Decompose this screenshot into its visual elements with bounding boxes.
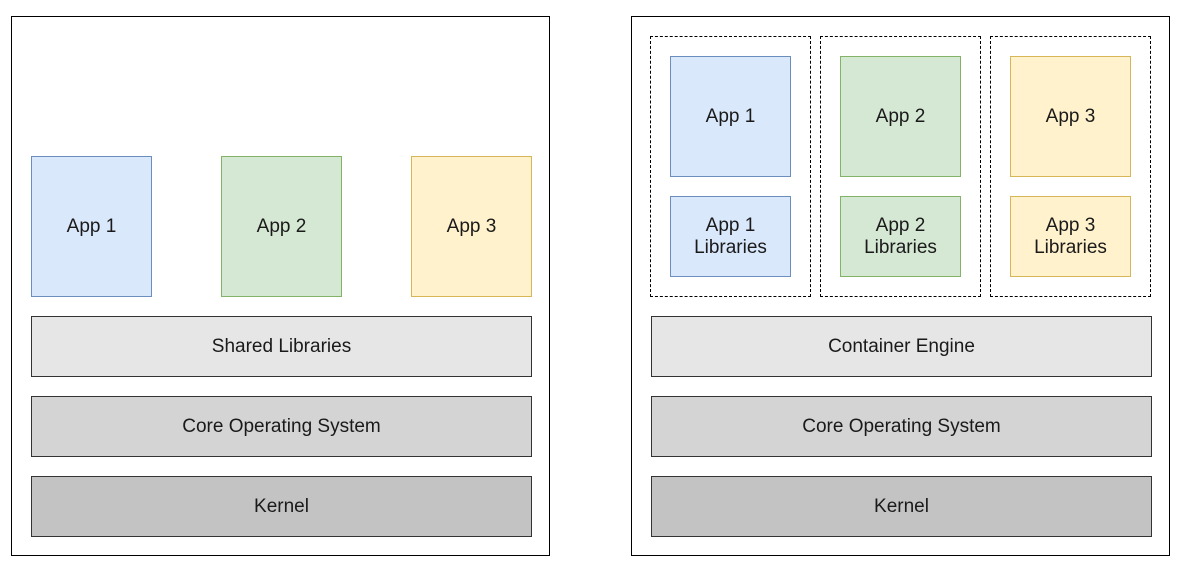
right-app-2-libraries-label: App 2 Libraries	[864, 214, 937, 258]
left-shared-libraries-layer: Shared Libraries	[31, 316, 532, 377]
right-app-3-libraries-box: App 3 Libraries	[1010, 196, 1131, 277]
right-container-engine-layer: Container Engine	[651, 316, 1152, 377]
right-app-3-libraries-label: App 3 Libraries	[1034, 214, 1107, 258]
container-2-boundary	[820, 36, 981, 297]
container-1-boundary	[650, 36, 811, 297]
right-core-os-label: Core Operating System	[802, 415, 1001, 437]
left-kernel-layer: Kernel	[31, 476, 532, 537]
right-container-engine-label: Container Engine	[828, 335, 975, 357]
left-app-2-box: App 2	[221, 156, 342, 297]
right-core-os-layer: Core Operating System	[651, 396, 1152, 457]
right-app-1-libraries-box: App 1 Libraries	[670, 196, 791, 277]
right-app-1-label: App 1	[705, 105, 756, 127]
right-app-2-label: App 2	[875, 105, 926, 127]
left-app-3-label: App 3	[446, 215, 497, 237]
right-app-3-label: App 3	[1045, 105, 1096, 127]
right-app-3-box: App 3	[1010, 56, 1131, 177]
right-app-1-libraries-label: App 1 Libraries	[694, 214, 767, 258]
container-3-boundary	[990, 36, 1151, 297]
right-kernel-label: Kernel	[874, 495, 929, 517]
left-app-1-label: App 1	[66, 215, 117, 237]
left-core-os-label: Core Operating System	[182, 415, 381, 437]
right-app-2-box: App 2	[840, 56, 961, 177]
left-app-3-box: App 3	[411, 156, 532, 297]
right-app-2-libraries-box: App 2 Libraries	[840, 196, 961, 277]
left-core-os-layer: Core Operating System	[31, 396, 532, 457]
right-kernel-layer: Kernel	[651, 476, 1152, 537]
left-kernel-label: Kernel	[254, 495, 309, 517]
right-app-1-box: App 1	[670, 56, 791, 177]
left-app-1-box: App 1	[31, 156, 152, 297]
left-shared-libraries-label: Shared Libraries	[211, 335, 352, 357]
left-app-2-label: App 2	[256, 215, 307, 237]
